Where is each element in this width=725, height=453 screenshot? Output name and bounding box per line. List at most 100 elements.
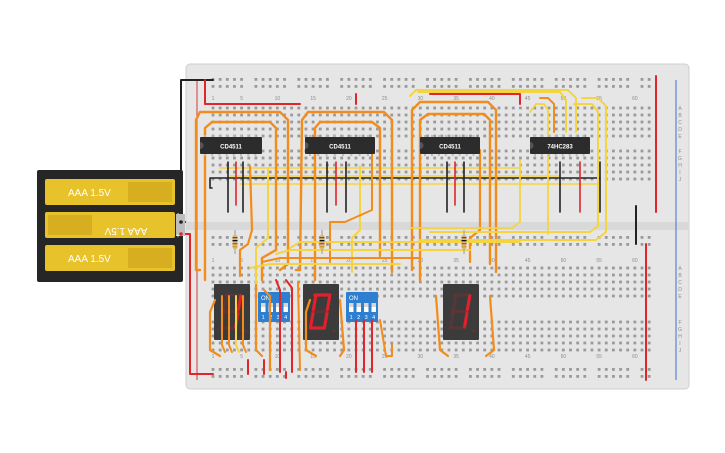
- rail-hole[interactable]: [411, 78, 415, 81]
- breadboard-hole[interactable]: [404, 327, 408, 331]
- breadboard-hole[interactable]: [533, 177, 537, 181]
- breadboard-hole[interactable]: [275, 334, 279, 338]
- breadboard-hole[interactable]: [612, 348, 615, 352]
- rail-hole[interactable]: [440, 85, 444, 88]
- breadboard-hole[interactable]: [390, 320, 394, 324]
- rail-hole[interactable]: [533, 78, 537, 81]
- breadboard-hole[interactable]: [561, 266, 565, 270]
- breadboard-hole[interactable]: [554, 127, 558, 131]
- ic-body[interactable]: [305, 137, 375, 154]
- rail-hole[interactable]: [304, 85, 308, 88]
- breadboard-hole[interactable]: [540, 113, 544, 117]
- breadboard-hole[interactable]: [426, 266, 429, 270]
- breadboard-hole[interactable]: [533, 280, 537, 284]
- rail-hole[interactable]: [347, 368, 351, 371]
- breadboard-hole[interactable]: [383, 266, 386, 270]
- wire[interactable]: [434, 294, 450, 358]
- breadboard-hole[interactable]: [390, 106, 394, 110]
- breadboard-hole[interactable]: [376, 266, 379, 270]
- breadboard-hole[interactable]: [333, 170, 336, 174]
- breadboard-hole[interactable]: [426, 348, 429, 352]
- breadboard-hole[interactable]: [633, 106, 637, 110]
- breadboard-hole[interactable]: [547, 266, 551, 270]
- breadboard-hole[interactable]: [511, 170, 515, 174]
- breadboard-hole[interactable]: [247, 106, 251, 110]
- rail-hole[interactable]: [497, 243, 501, 246]
- breadboard-hole[interactable]: [469, 177, 472, 181]
- breadboard-hole[interactable]: [633, 134, 637, 138]
- breadboard-hole[interactable]: [376, 320, 379, 324]
- breadboard-hole[interactable]: [497, 334, 501, 338]
- breadboard-hole[interactable]: [361, 266, 365, 270]
- breadboard-hole[interactable]: [311, 134, 315, 138]
- breadboard-hole[interactable]: [640, 170, 644, 174]
- breadboard-hole[interactable]: [268, 170, 272, 174]
- rail-hole[interactable]: [476, 236, 479, 239]
- breadboard-hole[interactable]: [390, 280, 394, 284]
- breadboard-hole[interactable]: [476, 280, 479, 284]
- wire[interactable]: [289, 241, 521, 249]
- breadboard-hole[interactable]: [590, 320, 594, 324]
- breadboard-hole[interactable]: [554, 266, 558, 270]
- breadboard-hole[interactable]: [504, 156, 508, 160]
- breadboard-hole[interactable]: [254, 163, 258, 167]
- rail-hole[interactable]: [404, 375, 408, 378]
- breadboard-hole[interactable]: [211, 327, 215, 331]
- breadboard-hole[interactable]: [519, 287, 522, 291]
- breadboard-hole[interactable]: [304, 156, 308, 160]
- breadboard-hole[interactable]: [640, 156, 644, 160]
- breadboard-hole[interactable]: [404, 106, 408, 110]
- breadboard-hole[interactable]: [504, 177, 508, 181]
- breadboard-hole[interactable]: [283, 287, 286, 291]
- rail-hole[interactable]: [511, 375, 515, 378]
- breadboard-hole[interactable]: [290, 149, 294, 153]
- wire[interactable]: [338, 298, 346, 358]
- rail-hole[interactable]: [404, 236, 408, 239]
- rail-hole[interactable]: [626, 236, 630, 239]
- breadboard-hole[interactable]: [233, 273, 236, 277]
- breadboard-hole[interactable]: [626, 334, 630, 338]
- breadboard-hole[interactable]: [268, 287, 272, 291]
- rail-hole[interactable]: [569, 243, 572, 246]
- breadboard-hole[interactable]: [576, 266, 580, 270]
- breadboard-hole[interactable]: [612, 341, 615, 345]
- breadboard-hole[interactable]: [554, 170, 558, 174]
- breadboard-hole[interactable]: [569, 341, 572, 345]
- breadboard-hole[interactable]: [433, 266, 437, 270]
- breadboard-hole[interactable]: [211, 320, 215, 324]
- rail-hole[interactable]: [426, 78, 429, 81]
- breadboard-hole[interactable]: [283, 334, 286, 338]
- rail-hole[interactable]: [569, 78, 572, 81]
- breadboard-hole[interactable]: [526, 163, 529, 167]
- breadboard-hole[interactable]: [526, 327, 529, 331]
- breadboard-hole[interactable]: [561, 287, 565, 291]
- breadboard-hole[interactable]: [547, 273, 551, 277]
- breadboard-hole[interactable]: [633, 320, 637, 324]
- breadboard-hole[interactable]: [411, 327, 415, 331]
- breadboard-hole[interactable]: [640, 113, 644, 117]
- breadboard-hole[interactable]: [554, 341, 558, 345]
- breadboard-hole[interactable]: [497, 163, 501, 167]
- breadboard-hole[interactable]: [647, 341, 651, 345]
- breadboard-hole[interactable]: [504, 266, 508, 270]
- breadboard-hole[interactable]: [240, 163, 243, 167]
- resistor[interactable]: [461, 230, 467, 254]
- breadboard-hole[interactable]: [590, 348, 594, 352]
- rail-hole[interactable]: [619, 78, 622, 81]
- breadboard-hole[interactable]: [540, 280, 544, 284]
- breadboard-hole[interactable]: [304, 120, 308, 124]
- breadboard-hole[interactable]: [569, 287, 572, 291]
- breadboard-hole[interactable]: [647, 334, 651, 338]
- breadboard-hole[interactable]: [275, 134, 279, 138]
- breadboard-hole[interactable]: [604, 320, 608, 324]
- dip-body[interactable]: [346, 292, 378, 322]
- wire[interactable]: [228, 295, 233, 353]
- rail-hole[interactable]: [361, 78, 365, 81]
- breadboard-hole[interactable]: [511, 287, 515, 291]
- breadboard-hole[interactable]: [240, 341, 243, 345]
- breadboard-hole[interactable]: [590, 127, 594, 131]
- breadboard-hole[interactable]: [383, 280, 386, 284]
- breadboard-hole[interactable]: [476, 163, 479, 167]
- breadboard-hole[interactable]: [633, 120, 637, 124]
- rail-hole[interactable]: [254, 85, 258, 88]
